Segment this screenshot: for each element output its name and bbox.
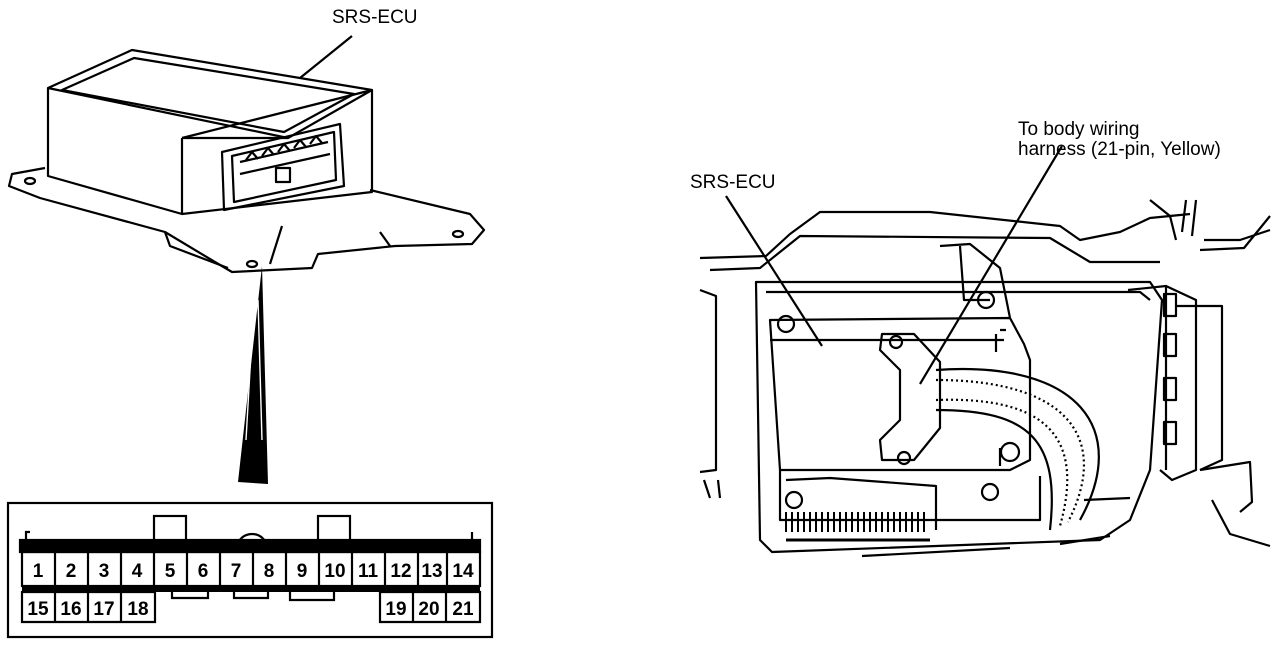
- harness-label-line1: To body wiring: [1018, 119, 1140, 140]
- ecu-isometric-drawing: [6, 35, 494, 639]
- harness-label-line2: harness (21-pin, Yellow): [1018, 139, 1221, 160]
- left-ecu-label: SRS-ECU: [332, 7, 418, 28]
- right-ecu-label: SRS-ECU: [690, 172, 776, 193]
